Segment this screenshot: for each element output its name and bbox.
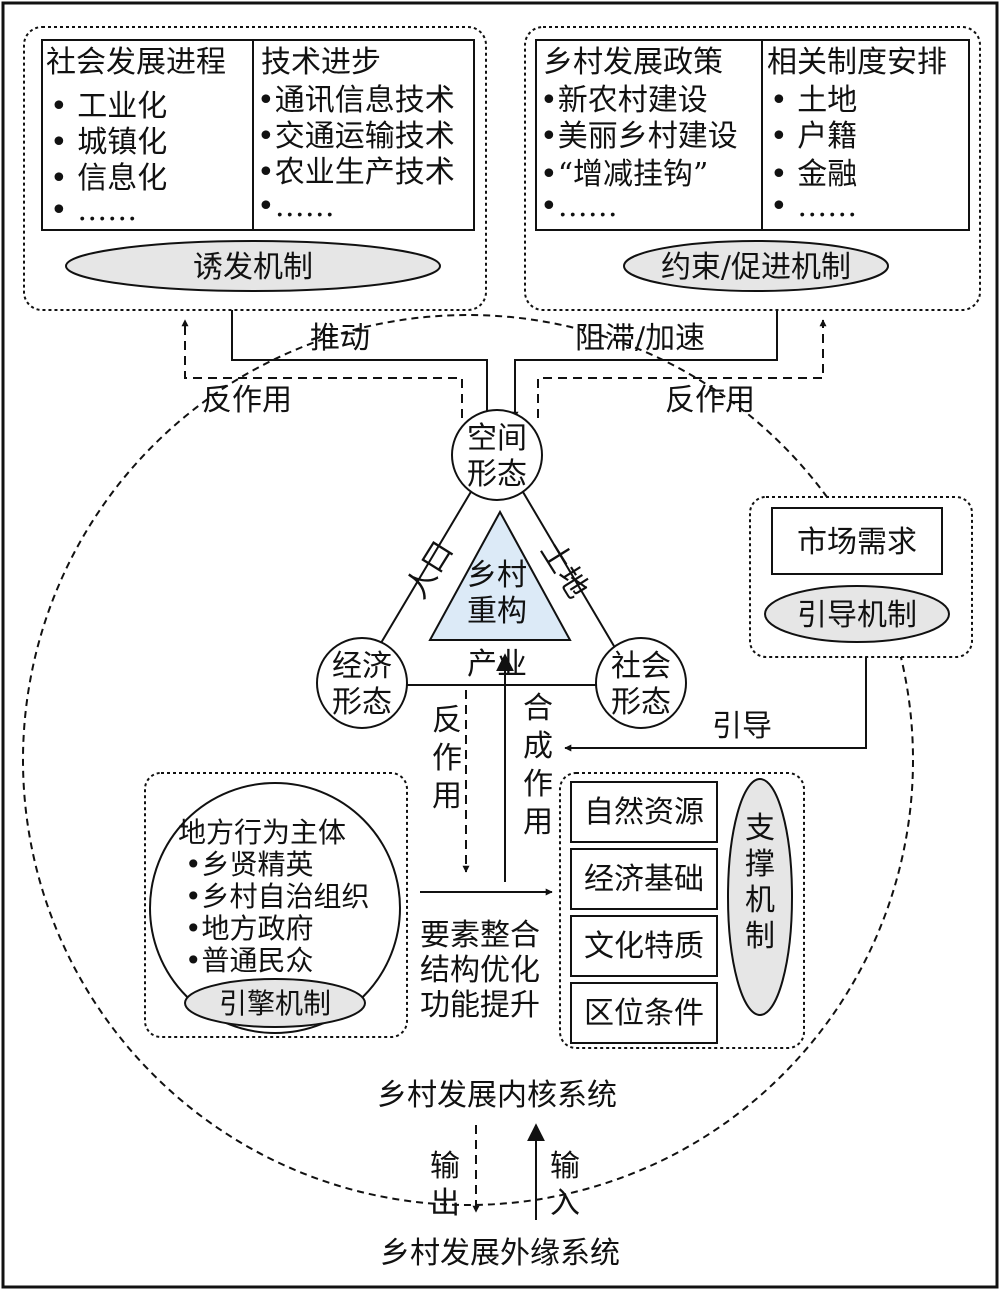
industry-edge-label: 产业: [467, 647, 527, 682]
svg-text:输: 输: [430, 1149, 460, 1184]
social-form-label: 形态: [611, 685, 671, 720]
guide-label: 引导: [712, 709, 772, 744]
integration-label: 要素整合 结构优化 功能提升: [420, 918, 540, 1023]
constraint-mechanism-label: 约束/促进机制: [661, 250, 851, 285]
support-item: 区位条件: [584, 996, 704, 1031]
engine-mechanism-label: 引擎机制: [219, 987, 331, 1020]
guide-mechanism-label: 引导机制: [797, 598, 917, 633]
svg-text:成: 成: [523, 729, 553, 764]
actor-item: •普通民众: [185, 944, 314, 977]
social-item: • ……: [50, 193, 137, 228]
svg-text:要素整合: 要素整合: [420, 918, 540, 953]
social-item: • 信息化: [50, 161, 167, 196]
institution-item: • 土地: [770, 83, 857, 118]
trigger-mechanism-label: 诱发机制: [193, 250, 313, 285]
tech-item: •通讯信息技术: [257, 83, 455, 118]
top-right-panel: 乡村发展政策 •新农村建设 •美丽乡村建设 •“增减挂钩” •…… 相关制度安排…: [524, 26, 981, 311]
top-arrows: 推动 阻滞/加速 反作用 反作用: [181, 310, 827, 419]
guide-arrow: [564, 657, 867, 752]
svg-text:用: 用: [432, 779, 462, 814]
inner-system-label: 乡村发展内核系统: [377, 1078, 617, 1113]
actors-panel: 地方行为主体 •乡贤精英 •乡村自治组织 •地方政府 •普通民众 引擎机制: [144, 772, 408, 1038]
svg-text:作: 作: [523, 767, 553, 802]
reconstruction-triangle: 乡村 重构 人口 土地 产业 空间 形态 经济 形态 社会 形态: [316, 409, 687, 729]
center-label: 乡村: [467, 558, 527, 593]
hinder-label: 阻滞/加速: [575, 321, 705, 356]
feedback-left-arrow: [181, 319, 463, 418]
policy-item: •“增减挂钩”: [540, 157, 708, 192]
tech-item: •……: [257, 189, 335, 224]
economic-form-node: [316, 637, 408, 729]
tech-progress-title: 技术进步: [261, 45, 381, 80]
feedback-center-label: 反 作 用: [432, 703, 462, 814]
support-mechanism-label: 支: [745, 811, 775, 846]
actor-item: •地方政府: [185, 912, 314, 945]
svg-text:结构优化: 结构优化: [420, 953, 540, 988]
social-item: • 城镇化: [50, 125, 167, 160]
hinder-arrow: [511, 310, 778, 419]
policy-item: •新农村建设: [540, 83, 708, 118]
spatial-form-label: 形态: [467, 457, 527, 492]
policy-item: •……: [540, 189, 618, 224]
svg-text:合: 合: [523, 691, 553, 726]
economic-form-label: 经济: [332, 649, 392, 684]
support-mechanism-label: 机: [745, 883, 775, 918]
actor-item: •乡村自治组织: [185, 880, 370, 913]
inner-system-circle: [22, 314, 914, 1206]
institution-item: • 金融: [770, 157, 857, 192]
market-panel: 市场需求 引导机制: [749, 496, 973, 658]
market-demand-label: 市场需求: [797, 525, 917, 560]
spatial-form-label: 空间: [467, 421, 527, 456]
svg-text:出: 出: [430, 1186, 460, 1221]
policy-title: 乡村发展政策: [543, 45, 723, 80]
synthesis-label: 合 成 作 用: [523, 691, 553, 840]
feedback-right-label: 反作用: [665, 383, 755, 418]
support-panel: 自然资源 经济基础 文化特质 区位条件 支 撑 机 制: [559, 772, 805, 1049]
push-label: 推动: [310, 321, 370, 356]
push-arrow: [231, 310, 491, 419]
social-process-title: 社会发展进程: [46, 45, 226, 80]
outer-system-label: 乡村发展外缘系统: [380, 1236, 620, 1271]
policy-item: •美丽乡村建设: [540, 119, 738, 154]
svg-text:入: 入: [550, 1186, 580, 1221]
svg-text:输: 输: [550, 1149, 580, 1184]
actor-item: •乡贤精英: [185, 848, 314, 881]
social-form-label: 社会: [611, 649, 671, 684]
svg-text:反: 反: [432, 703, 462, 738]
feedback-right-arrow: [537, 319, 827, 418]
social-form-node: [595, 637, 687, 729]
spatial-form-node: [451, 409, 543, 501]
svg-text:功能提升: 功能提升: [420, 988, 540, 1023]
institution-title: 相关制度安排: [767, 45, 947, 80]
input-label: 输 入: [550, 1149, 580, 1221]
support-item: 文化特质: [584, 929, 704, 964]
center-label: 重构: [467, 594, 527, 629]
institution-item: • 户籍: [770, 119, 857, 154]
output-label: 输 出: [430, 1149, 460, 1221]
support-item: 自然资源: [584, 795, 704, 830]
actors-title: 地方行为主体: [178, 816, 346, 849]
institution-item: • ……: [770, 189, 857, 224]
support-mechanism-label: 撑: [745, 847, 775, 882]
support-item: 经济基础: [584, 862, 704, 897]
tech-item: •农业生产技术: [257, 155, 455, 190]
support-mechanism-label: 制: [745, 919, 775, 954]
rural-reconstruction-core: [428, 509, 572, 641]
feedback-left-label: 反作用: [202, 383, 292, 418]
top-left-panel: 社会发展进程 • 工业化 • 城镇化 • 信息化 • …… 技术进步 •通讯信息…: [23, 26, 487, 311]
svg-text:用: 用: [523, 805, 553, 840]
svg-text:作: 作: [432, 741, 462, 776]
economic-form-label: 形态: [332, 685, 392, 720]
social-item: • 工业化: [50, 89, 167, 124]
tech-item: •交通运输技术: [257, 119, 455, 154]
